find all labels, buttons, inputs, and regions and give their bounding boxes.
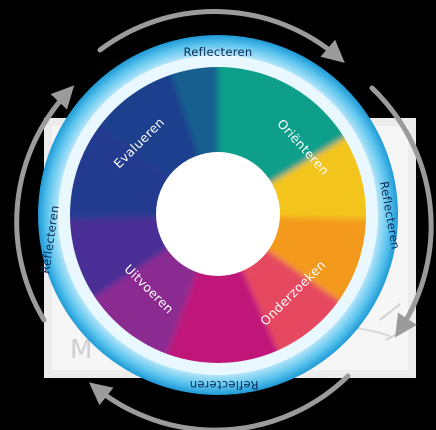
arrow-left [14, 85, 75, 323]
reflect-label-bottom: Reflecteren [190, 378, 259, 392]
arrow-top-right [97, 9, 345, 63]
sketch-letter: M [70, 335, 92, 365]
center-hole [156, 152, 280, 276]
reflect-label-top: Reflecteren [184, 45, 253, 59]
arrow-right [369, 85, 434, 338]
